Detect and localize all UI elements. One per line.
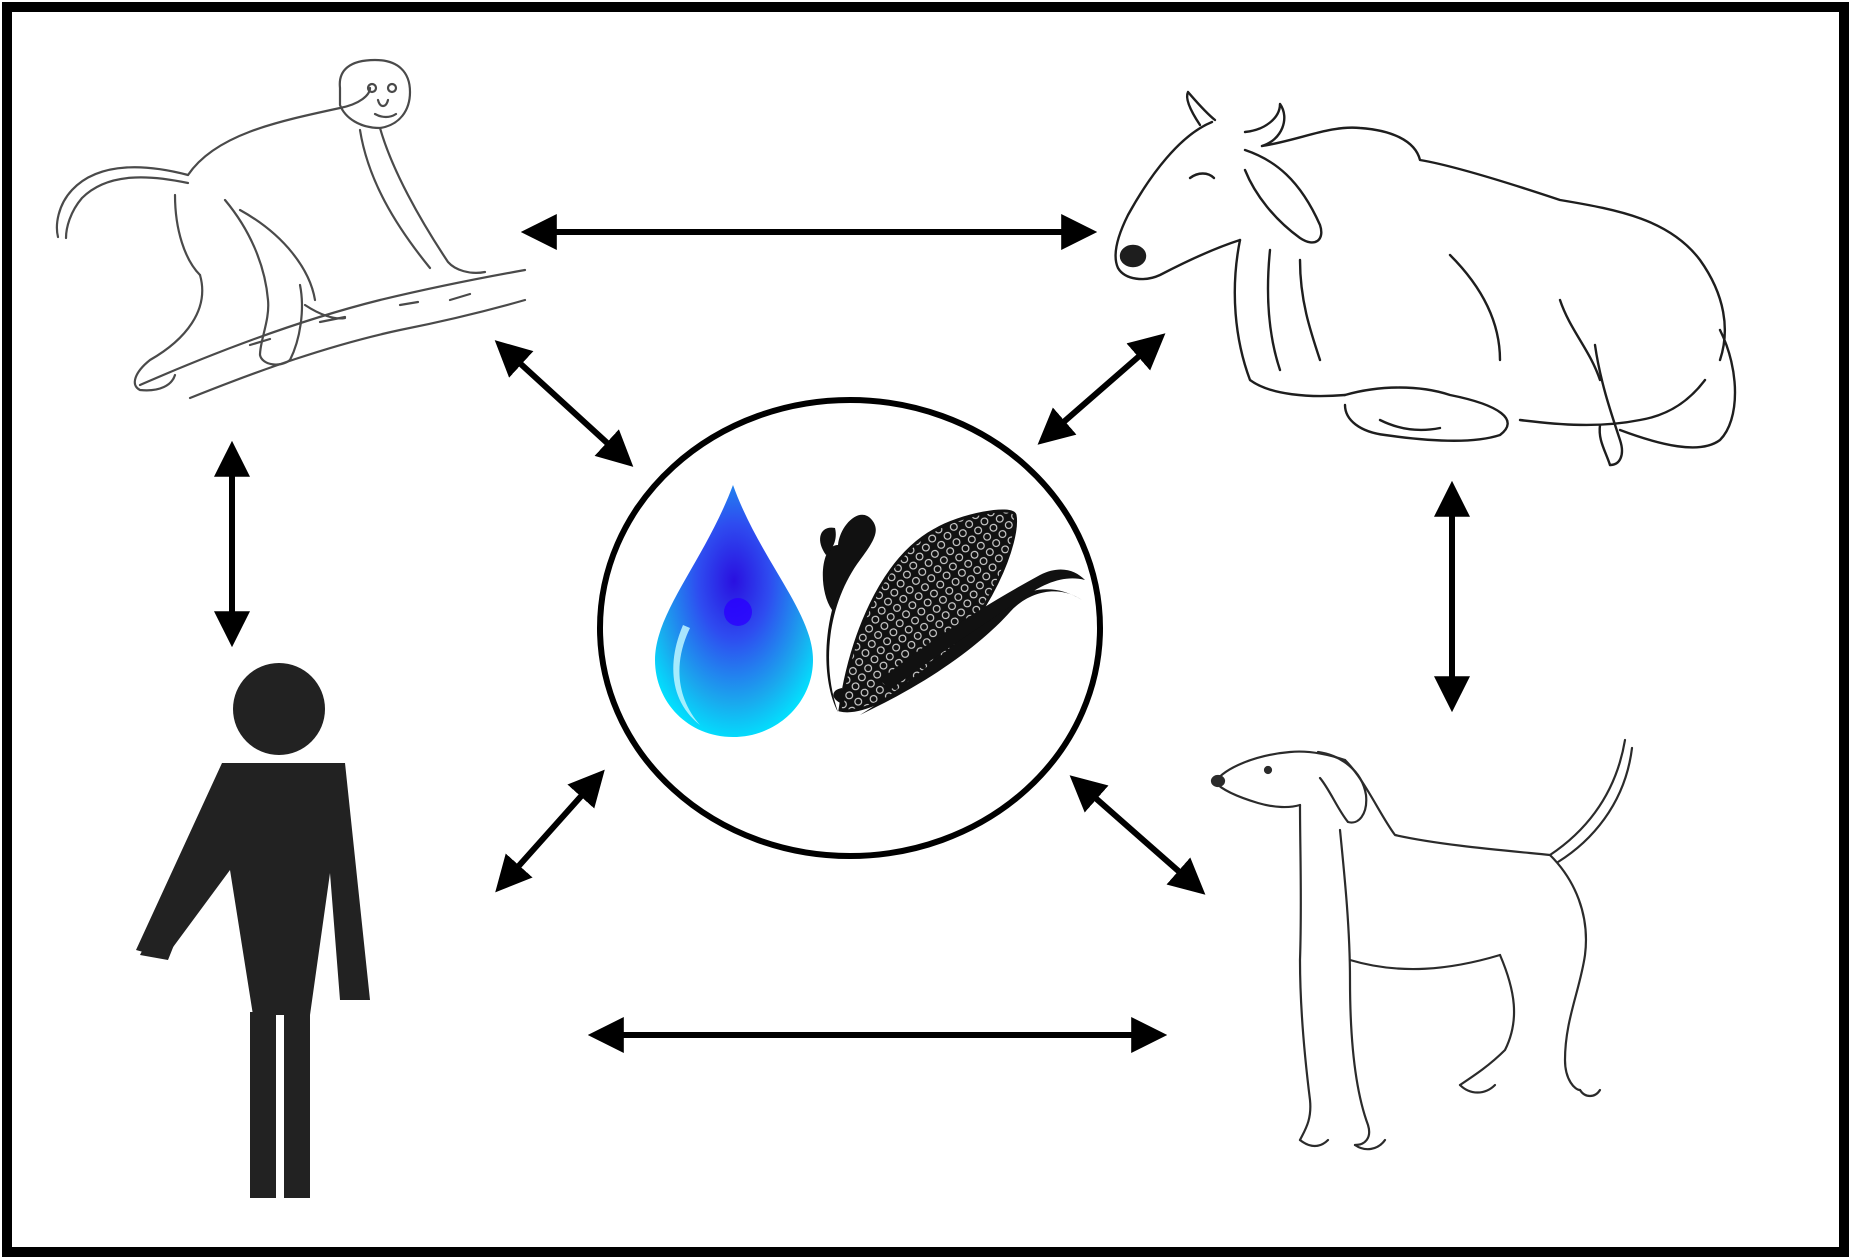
hub-circle [600, 400, 1100, 856]
